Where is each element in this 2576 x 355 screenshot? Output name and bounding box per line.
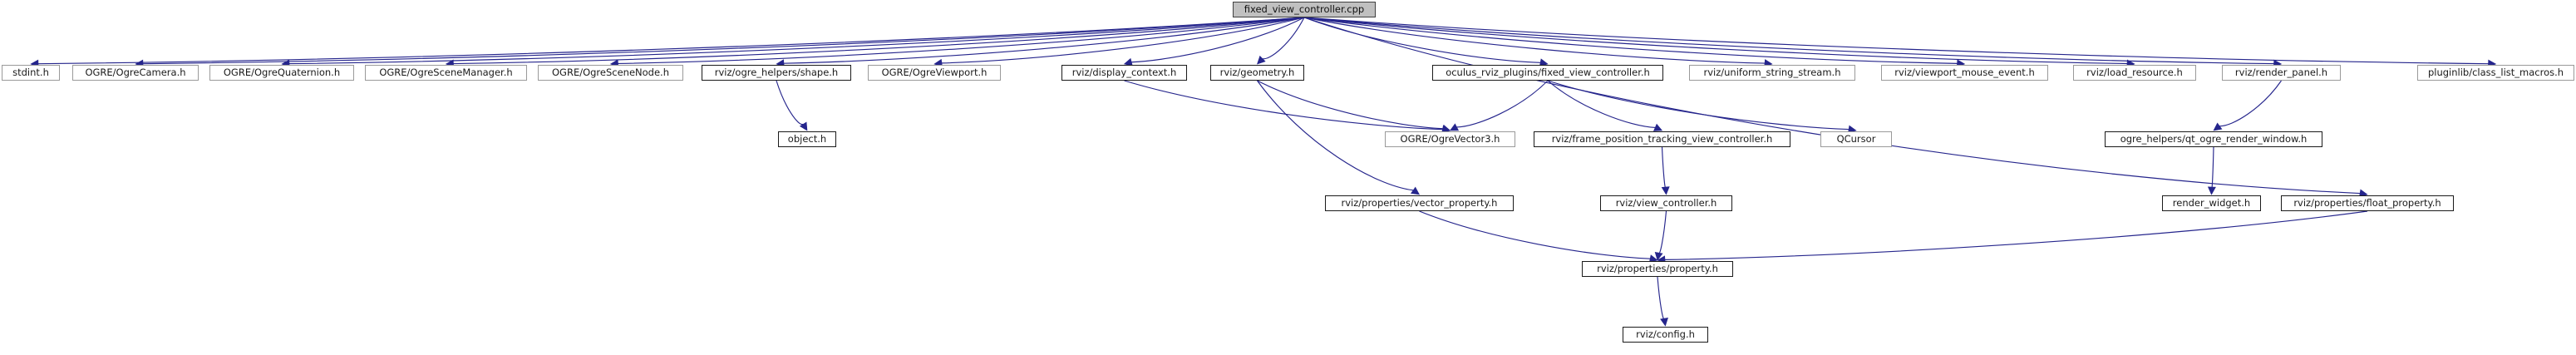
graph-node[interactable]: rviz/viewport_mouse_event.h [1881, 65, 2048, 81]
graph-edge-arrowhead [1660, 318, 1668, 327]
graph-edge [1303, 17, 2128, 65]
graph-edge [453, 17, 1305, 65]
graph-edge [1303, 17, 2489, 65]
graph-node[interactable]: QCursor [1820, 131, 1892, 147]
graph-edge [1303, 17, 1766, 64]
graph-edge-arrowhead [2213, 122, 2223, 131]
graph-node[interactable]: rviz/config.h [1623, 327, 1708, 343]
graph-edge [2211, 146, 2214, 189]
graph-node[interactable]: OGRE/OgreCamera.h [72, 65, 199, 81]
graph-node[interactable]: rviz/properties/property.h [1582, 261, 1733, 277]
graph-node[interactable]: OGRE/OgreVector3.h [1385, 131, 1515, 147]
graph-node[interactable]: rviz/display_context.h [1061, 65, 1187, 81]
graph-node[interactable]: rviz/properties/vector_property.h [1325, 195, 1514, 211]
graph-node[interactable]: OGRE/OgreViewport.h [868, 65, 1001, 81]
graph-node[interactable]: rviz/uniform_string_stream.h [1689, 65, 1855, 81]
graph-edge-arrowhead [1411, 186, 1421, 195]
graph-edge [618, 17, 1305, 64]
graph-node[interactable]: rviz/render_panel.h [2222, 65, 2341, 81]
graph-node[interactable]: OGRE/OgreSceneManager.h [365, 65, 527, 81]
graph-edge-arrowhead [1257, 55, 1266, 65]
graph-node[interactable]: rviz/ogre_helpers/shape.h [702, 65, 851, 81]
graph-edge [1131, 17, 1305, 63]
graph-edge [776, 80, 804, 125]
graph-node[interactable]: pluginlib/class_list_macros.h [2417, 65, 2574, 81]
graph-edge [1658, 210, 1667, 254]
graph-edge [1303, 17, 1958, 64]
graph-edge [1257, 80, 1443, 130]
graph-edge [1262, 17, 1305, 60]
graph-edge-arrowhead [1652, 123, 1663, 131]
graph-edge [1661, 146, 1667, 189]
graph-node[interactable]: rviz/geometry.h [1210, 65, 1304, 81]
graph-edge [1303, 17, 2274, 65]
graph-node[interactable]: stdint.h [2, 65, 60, 81]
graph-node[interactable]: rviz/frame_position_tracking_view_contro… [1534, 131, 1790, 147]
graph-edge-arrowhead [799, 121, 808, 131]
graph-edge [783, 17, 1305, 64]
graph-node[interactable]: rviz/view_controller.h [1600, 195, 1732, 211]
graph-node[interactable]: render_widget.h [2162, 195, 2261, 211]
graph-edge [1124, 80, 1443, 131]
graph-edge-arrowhead [1654, 251, 1663, 261]
graph-edge [941, 17, 1305, 64]
graph-root-node[interactable]: fixed_view_controller.cpp [1233, 2, 1376, 17]
graph-edge [1303, 17, 2361, 195]
graph-edge-arrowhead [2207, 186, 2216, 195]
graph-node[interactable]: oculus_rviz_plugins/fixed_view_controlle… [1432, 65, 1663, 81]
graph-edge-arrowhead [1449, 123, 1460, 131]
graph-node[interactable]: ogre_helpers/qt_ogre_render_window.h [2105, 131, 2322, 147]
graph-node[interactable]: OGRE/OgreSceneNode.h [538, 65, 683, 81]
graph-edge [37, 17, 1305, 65]
graph-node[interactable]: OGRE/OgreQuaternion.h [209, 65, 354, 81]
graph-edge [1419, 210, 1651, 259]
graph-edge [1456, 80, 1549, 128]
graph-edge [1664, 210, 2368, 260]
graph-node[interactable]: rviz/properties/float_property.h [2281, 195, 2454, 211]
graph-node[interactable]: object.h [778, 131, 836, 147]
graph-edge [142, 17, 1305, 65]
graph-edge-arrowhead [1661, 186, 1670, 195]
graph-edge [1547, 80, 1849, 131]
graph-edge [1303, 17, 1541, 63]
graph-edge [1657, 276, 1665, 320]
graph-edge [2219, 80, 2282, 127]
graph-edge [288, 17, 1305, 65]
graph-node[interactable]: rviz/load_resource.h [2073, 65, 2196, 81]
graph-edge [1547, 80, 1656, 128]
